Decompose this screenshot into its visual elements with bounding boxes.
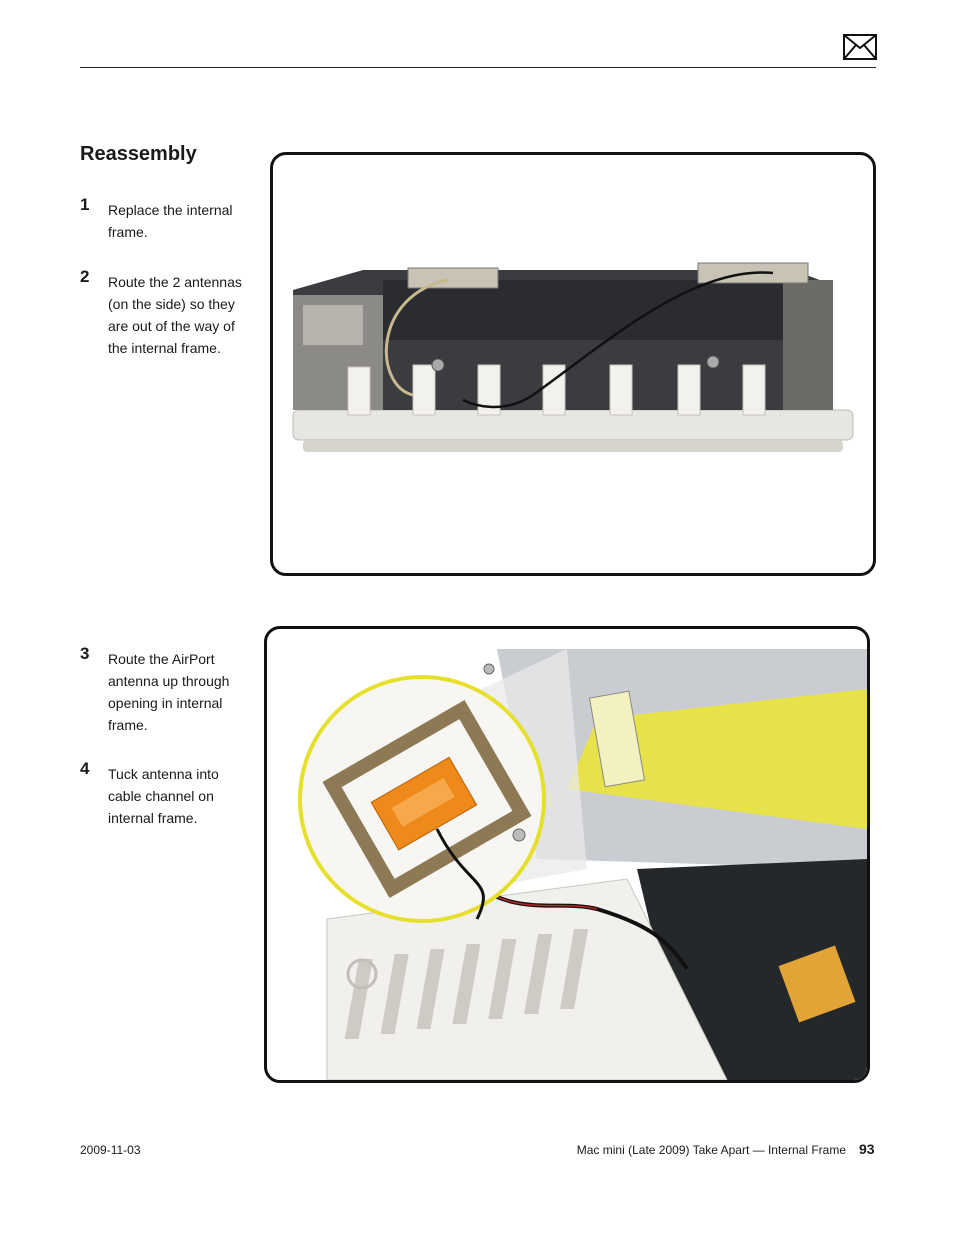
step-number: 4 (80, 759, 90, 778)
section-title: Reassembly (80, 143, 197, 165)
internal-frame-photo (292, 262, 854, 452)
airport-antenna-photo (298, 649, 867, 1080)
step-text: Route the AirPort antenna up through ope… (108, 651, 230, 733)
header-divider (80, 67, 876, 68)
footer-date: 2009-11-03 (80, 1143, 141, 1157)
step-text: Replace the internal frame. (108, 202, 233, 240)
page-number: 93 (859, 1141, 875, 1157)
step-text: Route the 2 antennas (on the side) so th… (108, 274, 242, 356)
figure-airport-antenna-routing (264, 626, 870, 1083)
step-text: Tuck antenna into cable channel on inter… (108, 766, 219, 826)
mail-icon[interactable] (843, 34, 877, 60)
step-number: 2 (80, 267, 90, 286)
figure-internal-frame-antennas (270, 152, 876, 576)
step-number: 3 (80, 644, 90, 663)
footer-doc-title: Mac mini (Late 2009) Take Apart — Intern… (576, 1143, 846, 1157)
step-number: 1 (80, 195, 90, 214)
